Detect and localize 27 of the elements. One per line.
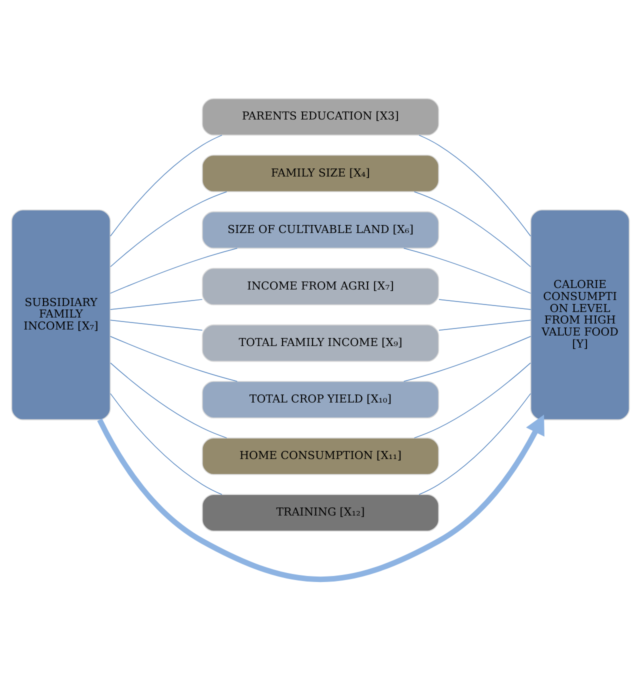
connector bbox=[110, 392, 222, 494]
node-box: SUBSIDIARY FAMILY INCOME [X₇] bbox=[11, 208, 111, 420]
node-box: INCOME FROM AGRI [X₇] bbox=[202, 267, 440, 305]
connector bbox=[438, 319, 532, 330]
node-box: PARENTS EDUCATION [X3] bbox=[202, 98, 440, 136]
connector bbox=[414, 190, 531, 267]
connector bbox=[438, 298, 532, 310]
connector bbox=[403, 247, 532, 294]
arrow bbox=[97, 414, 544, 582]
connector bbox=[110, 134, 222, 236]
node-box: TOTAL FAMILY INCOME [X₉] bbox=[202, 324, 440, 362]
node-box: TOTAL CROP YIELD [X₁₀] bbox=[202, 380, 440, 418]
node-box: SIZE OF CULTIVABLE LAND [X₆] bbox=[202, 210, 440, 248]
node-box: FAMILY SIZE [X₄] bbox=[202, 154, 440, 192]
connector bbox=[110, 362, 228, 438]
node-box: TRAINING [X₁₂] bbox=[202, 494, 440, 531]
connector bbox=[418, 134, 531, 236]
connector bbox=[110, 319, 203, 330]
connector bbox=[110, 190, 228, 267]
connector bbox=[403, 336, 532, 382]
node-box: CALORIE CONSUMPTI ON LEVEL FROM HIGH VALUE FOOD [Y] bbox=[530, 208, 630, 420]
connector bbox=[418, 392, 531, 494]
connector bbox=[110, 247, 238, 294]
node-box: HOME CONSUMPTION [X₁₁] bbox=[202, 437, 440, 474]
connector bbox=[110, 298, 203, 310]
connector bbox=[414, 362, 531, 438]
connector bbox=[110, 336, 238, 382]
